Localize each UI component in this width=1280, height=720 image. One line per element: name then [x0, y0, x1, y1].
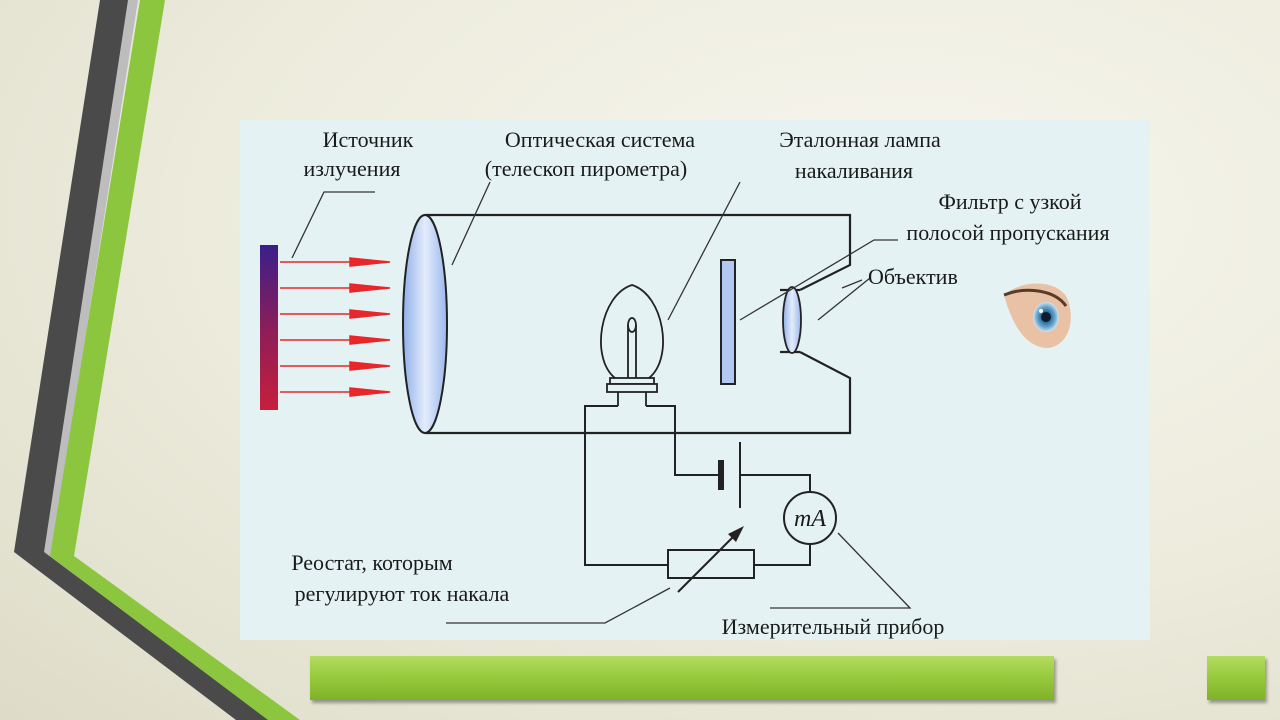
label-instrument: Измерительный прибор — [722, 614, 945, 639]
label-optics-line1: Оптическая система — [505, 127, 695, 152]
label-lamp-line1: Эталонная лампа — [779, 127, 941, 152]
objective-lens — [782, 286, 802, 354]
label-objective: Объектив — [868, 264, 958, 289]
narrowband-filter — [720, 259, 736, 385]
meter-symbol: mA — [794, 506, 826, 532]
label-rheostat-line1: Реостат, которым — [291, 550, 452, 575]
label-optics-line2: (телескоп пирометра) — [485, 156, 687, 181]
rheostat — [667, 526, 755, 593]
electrical-circuit — [584, 405, 811, 566]
stripe-highlight — [44, 0, 280, 720]
label-rheostat-line2: регулируют ток накала — [295, 581, 510, 606]
label-lamp-line2: накаливания — [795, 158, 913, 183]
pyrometer-diagram: mA Источник излучения Оптическая система… — [240, 120, 1150, 640]
radiation-rays — [280, 257, 391, 397]
footer-bar — [310, 656, 1054, 700]
footer-square — [1207, 656, 1265, 700]
optical-lens — [402, 214, 448, 434]
reference-lamp — [600, 284, 664, 406]
label-filter-line2: полосой пропускания — [906, 220, 1109, 245]
label-filter-line1: Фильтр с узкой — [938, 189, 1081, 214]
leader-lines — [291, 181, 912, 624]
radiation-source — [260, 245, 278, 410]
milliammeter: mA — [783, 491, 837, 545]
eye-icon — [1003, 283, 1071, 348]
label-source-line2: излучения — [304, 156, 401, 181]
green-stripe — [50, 0, 300, 720]
dark-stripe — [14, 0, 272, 720]
label-source-line1: Источник — [323, 127, 414, 152]
